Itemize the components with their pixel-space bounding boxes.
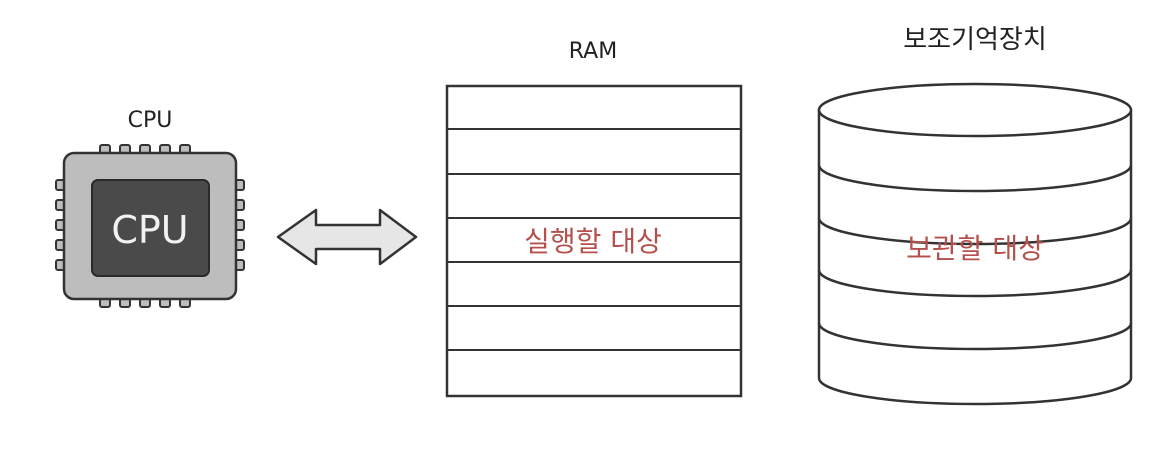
double-arrow-icon [276,208,418,266]
ram-content-label: 실행할 대상 [524,225,662,258]
cpu-chip-label: CPU [111,208,188,252]
cpu-title: CPU [128,108,173,133]
storage-title: 보조기억장치 [903,25,1047,55]
storage-content-label: 보관할 대상 [906,232,1044,265]
cpu-chip-icon [55,144,245,308]
ram-block [445,84,743,398]
ram-title: RAM [569,39,617,64]
storage-cylinder-icon [817,82,1133,406]
